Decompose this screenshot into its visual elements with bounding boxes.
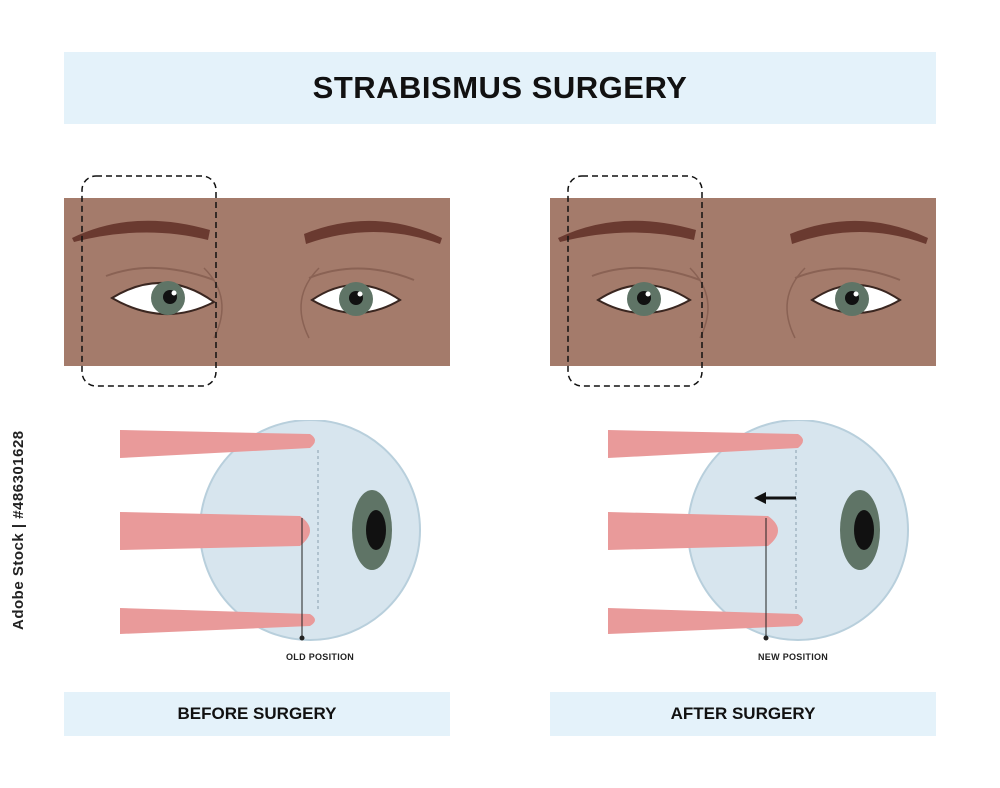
muscle-middle [608,512,778,550]
muscle-bottom [120,608,315,634]
eyeball-after-diagram [608,420,909,641]
title-banner: STRABISMUS SURGERY [64,52,936,124]
left-eyebrow [558,220,696,242]
pupil [366,510,386,550]
face-before-illustration [64,198,450,366]
new-position-label: NEW POSITION [758,652,829,662]
after-highlight-box [567,175,703,387]
old-position-label: OLD POSITION [286,652,355,662]
muscle-top [120,430,315,458]
face-after-illustration [550,198,936,366]
muscle-middle [120,512,310,550]
muscle-bottom [608,608,803,634]
arrow-left-icon [754,492,766,504]
after-surgery-label: AFTER SURGERY [550,692,936,736]
before-surgery-label: BEFORE SURGERY [64,692,450,736]
before-highlight-box [81,175,217,387]
eyeball-before-diagram [120,420,421,641]
muscle-top [608,430,803,458]
pupil [854,510,874,550]
right-eyebrow [304,220,442,244]
stock-watermark: Adobe Stock | #486301628 [10,430,27,630]
right-eyebrow [790,220,928,244]
left-eyebrow [72,220,210,242]
page-title: STRABISMUS SURGERY [312,70,688,105]
